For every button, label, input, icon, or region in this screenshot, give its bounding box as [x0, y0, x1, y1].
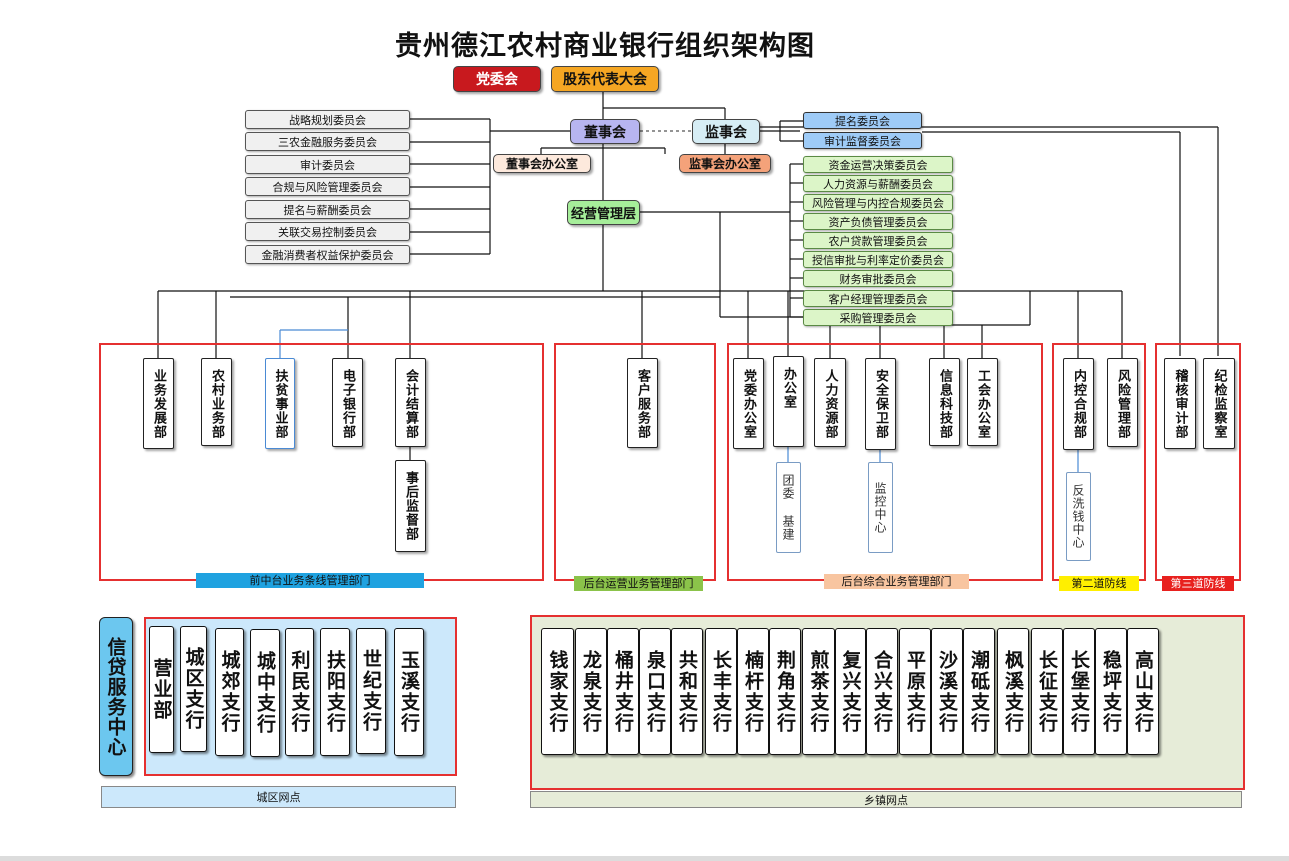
board-committee: 三农金融服务委员会 — [245, 132, 410, 151]
dept-box: 纪检监察室 — [1203, 358, 1235, 449]
management-committee: 资产负债管理委员会 — [803, 213, 953, 230]
sub-unit-box: 团委 基建 — [776, 462, 801, 553]
town-branch: 龙泉支行 — [575, 628, 607, 755]
board-committee: 提名与薪酬委员会 — [245, 200, 410, 219]
town-branch: 长堡支行 — [1063, 628, 1095, 755]
management-committee: 资金运营决策委员会 — [803, 156, 953, 173]
bottom-divider — [0, 856, 1289, 861]
supervisory-board-box: 监事会 — [692, 119, 760, 144]
management-committee: 风险管理与内控合规委员会 — [803, 194, 953, 211]
board-committee: 金融消费者权益保护委员会 — [245, 245, 410, 264]
city-branch: 城郊支行 — [215, 628, 244, 756]
dept-box: 客户服务部 — [627, 358, 658, 448]
board-committee: 审计委员会 — [245, 155, 410, 174]
dept-box: 电子银行部 — [332, 358, 363, 447]
town-label-bar: 乡镇网点 — [530, 791, 1242, 808]
town-branch: 合兴支行 — [866, 628, 898, 755]
town-branch: 平原支行 — [899, 628, 931, 755]
town-branch: 荆角支行 — [769, 628, 801, 755]
dept-box: 工会办公室 — [967, 358, 998, 446]
board-box: 董事会 — [570, 119, 640, 144]
town-branch: 枫溪支行 — [997, 628, 1029, 755]
party-committee-box: 党委会 — [453, 66, 541, 92]
town-branch: 高山支行 — [1127, 628, 1159, 755]
town-branch: 潮砥支行 — [963, 628, 995, 755]
supervisory-office-box: 监事会办公室 — [679, 154, 771, 173]
management-committee: 采购管理委员会 — [803, 309, 953, 326]
city-branch: 城中支行 — [250, 629, 280, 757]
dept-box: 人力资源部 — [814, 358, 846, 447]
shareholders-meeting-box: 股东代表大会 — [551, 66, 659, 92]
town-branch: 沙溪支行 — [931, 628, 963, 755]
city-branch: 扶阳支行 — [320, 628, 350, 756]
board-committee: 合规与风险管理委员会 — [245, 177, 410, 196]
management-committee: 客户经理管理委员会 — [803, 290, 953, 307]
city-branch: 营业部 — [149, 626, 174, 753]
front-group-label: 前中台业务条线管理部门 — [196, 573, 424, 588]
back-general-group-label: 后台综合业务管理部门 — [824, 574, 969, 589]
sub-unit-box: 监控中心 — [868, 462, 893, 553]
dept-box: 事后监督部 — [395, 460, 426, 552]
town-branch: 长丰支行 — [705, 628, 737, 755]
line3-group-label: 第三道防线 — [1162, 576, 1234, 591]
line2-group-label: 第二道防线 — [1059, 576, 1139, 591]
town-branch: 稳坪支行 — [1095, 628, 1127, 755]
town-branch: 泉口支行 — [639, 628, 671, 755]
board-committee: 战略规划委员会 — [245, 110, 410, 129]
credit-service-center: 信贷服务中心 — [99, 617, 133, 776]
management-committee: 农户贷款管理委员会 — [803, 232, 953, 249]
city-label-bar: 城区网点 — [101, 786, 456, 808]
town-branch: 煎茶支行 — [802, 628, 835, 755]
management-committee: 财务审批委员会 — [803, 270, 953, 287]
dept-box: 会计结算部 — [395, 358, 426, 447]
dept-box: 业务发展部 — [143, 358, 174, 449]
management-committee: 人力资源与薪酬委员会 — [803, 175, 953, 192]
sub-unit-box: 反洗钱中心 — [1066, 472, 1091, 561]
city-branch: 世纪支行 — [356, 628, 386, 754]
supervisory-committee: 提名委员会 — [803, 112, 922, 129]
board-office-box: 董事会办公室 — [493, 154, 591, 173]
city-branch: 城区支行 — [180, 626, 207, 752]
town-branch: 钱家支行 — [541, 628, 574, 755]
supervisory-committee: 审计监督委员会 — [803, 132, 922, 149]
dept-box: 扶贫事业部 — [265, 358, 295, 449]
dept-box: 风险管理部 — [1107, 358, 1138, 447]
town-branch: 复兴支行 — [835, 628, 866, 755]
management-committee: 授信审批与利率定价委员会 — [803, 251, 953, 268]
dept-box: 党委办公室 — [733, 358, 764, 449]
page-title: 贵州德江农村商业银行组织架构图 — [395, 31, 815, 62]
town-branch: 楠杆支行 — [737, 628, 769, 755]
city-branch: 利民支行 — [285, 628, 314, 756]
city-branch: 玉溪支行 — [394, 628, 424, 756]
back-ops-group-label: 后台运营业务管理部门 — [574, 576, 703, 591]
town-branch: 桶井支行 — [607, 628, 639, 755]
dept-box: 内控合规部 — [1063, 358, 1094, 450]
management-box: 经营管理层 — [567, 200, 640, 225]
dept-box: 办公室 — [773, 356, 804, 447]
town-branch: 共和支行 — [671, 628, 703, 755]
dept-box: 信息科技部 — [929, 358, 960, 446]
credit-service-center-label: 信贷服务中心 — [104, 636, 127, 757]
town-branch: 长征支行 — [1031, 628, 1063, 755]
dept-box: 稽核审计部 — [1164, 358, 1196, 449]
board-committee: 关联交易控制委员会 — [245, 222, 410, 241]
dept-box: 农村业务部 — [201, 358, 232, 446]
dept-box: 安全保卫部 — [865, 358, 896, 450]
